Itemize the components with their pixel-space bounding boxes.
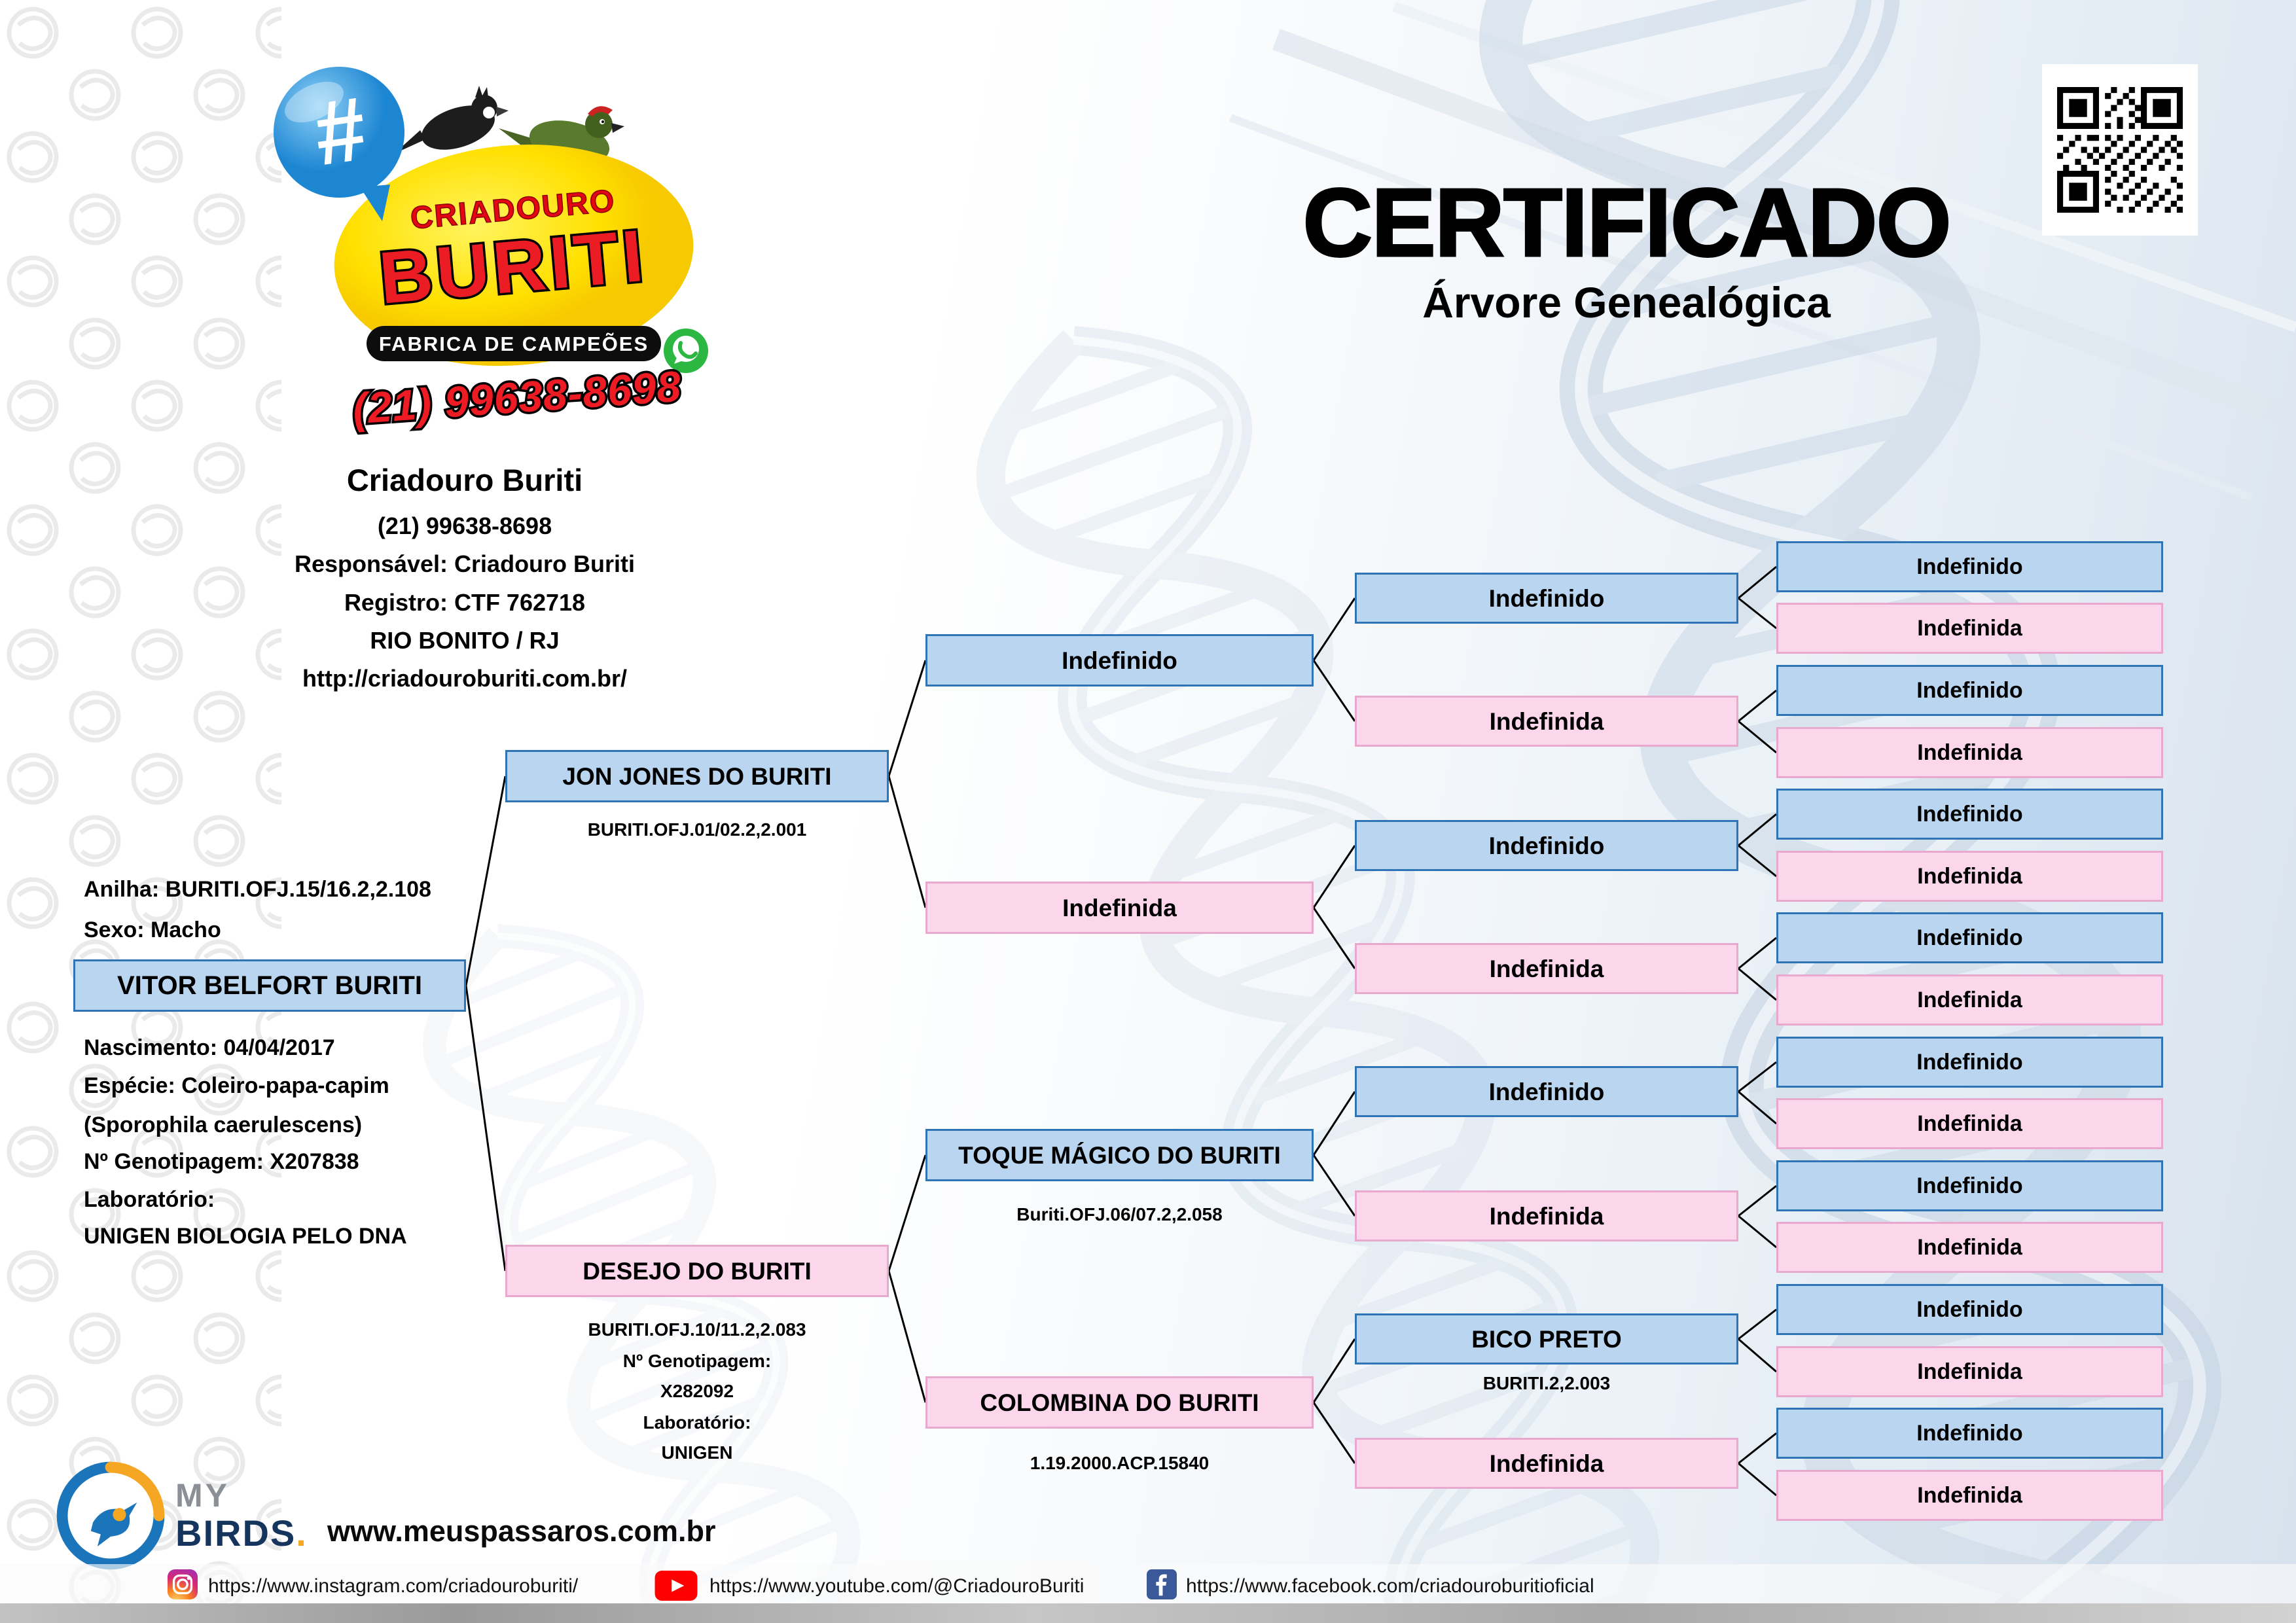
- tree-node-mother-lab-label: Laboratório:: [643, 1412, 751, 1433]
- tree-node-gen4-10: Indefinido: [1776, 1160, 2163, 1211]
- youtube-icon: [655, 1571, 698, 1601]
- logo-yellow-blob: [334, 144, 694, 366]
- youtube-url: https://www.youtube.com/@CriadouroBuriti: [709, 1575, 1085, 1597]
- tree-node-gen3-0: Indefinido: [1355, 573, 1738, 624]
- mybirds-dot: .: [296, 1512, 308, 1554]
- tree-node-gen4-13: Indefinida: [1776, 1346, 2163, 1397]
- tree-node-father: JON JONES DO BURITI: [505, 750, 889, 802]
- qr-code-pattern: [2057, 87, 2183, 213]
- tree-node-gen4-7: Indefinida: [1776, 974, 2163, 1026]
- bird-left-icon: [394, 86, 509, 154]
- tree-node-gen4-12: Indefinido: [1776, 1284, 2163, 1335]
- tree-node-gen3-2: Indefinido: [1355, 820, 1738, 871]
- tree-node-gen2-3-ring: 1.19.2000.ACP.15840: [1030, 1453, 1210, 1473]
- certificate-subtitle: Árvore Genealógica: [1422, 278, 1831, 327]
- tree-node-gen2-0: Indefinido: [925, 634, 1314, 687]
- tree-node-gen3-6: BICO PRETO: [1355, 1313, 1738, 1364]
- tree-node-gen2-1: Indefinida: [925, 882, 1314, 934]
- tree-node-gen4-5: Indefinida: [1776, 851, 2163, 902]
- breeder-registry: Registro: CTF 762718: [344, 588, 586, 616]
- tree-node-gen4-14: Indefinido: [1776, 1408, 2163, 1459]
- tree-node-gen4-0: Indefinido: [1776, 541, 2163, 592]
- breeder-website: http://criadouroburiti.com.br/: [302, 665, 627, 692]
- hashtag-bubble-icon: #: [274, 67, 404, 221]
- tree-node-gen2-2-ring: Buriti.OFJ.06/07.2,2.058: [1016, 1204, 1223, 1224]
- facebook-url: https://www.facebook.com/criadouroburiti…: [1186, 1575, 1594, 1597]
- breeder-city: RIO BONITO / RJ: [370, 626, 560, 654]
- logo-banner: [367, 326, 661, 361]
- tree-node-gen4-6: Indefinido: [1776, 912, 2163, 963]
- tree-node-mother-ring: BURITI.OFJ.10/11.2,2.083: [588, 1319, 806, 1340]
- tree-node-gen3-7: Indefinida: [1355, 1438, 1738, 1489]
- whatsapp-icon: [664, 329, 708, 373]
- breeder-name: Criadouro Buriti: [346, 463, 583, 497]
- mybirds-word-my: MY: [175, 1477, 230, 1514]
- subject-species-scientific: (Sporophila caerulescens): [84, 1113, 363, 1137]
- tree-node-gen3-5: Indefinida: [1355, 1190, 1738, 1241]
- mybirds-logo: [56, 1461, 165, 1570]
- tree-node-gen4-4: Indefinido: [1776, 789, 2163, 840]
- breeder-phone: (21) 99638-8698: [377, 512, 552, 539]
- tree-node-father-ring: BURITI.OFJ.01/02.2,2.001: [587, 819, 807, 840]
- subject-genotyping: Nº Genotipagem: X207838: [84, 1149, 359, 1174]
- tree-node-mother-lab-value: UNIGEN: [661, 1442, 733, 1463]
- logo-banner-text: FABRICA DE CAMPEÕES: [379, 332, 649, 355]
- tree-node-gen2-2: TOQUE MÁGICO DO BURITI: [925, 1129, 1314, 1181]
- tree-node-gen4-8: Indefinido: [1776, 1037, 2163, 1088]
- tree-node-gen3-4: Indefinido: [1355, 1066, 1738, 1117]
- subject-species: Espécie: Coleiro-papa-capim: [84, 1073, 389, 1098]
- tree-node-gen3-3: Indefinida: [1355, 943, 1738, 994]
- tree-node-gen4-3: Indefinida: [1776, 727, 2163, 778]
- breeder-info: Criadouro Buriti (21) 99638-8698 Respons…: [209, 462, 720, 698]
- mybirds-birds-text: BIRDS: [175, 1512, 296, 1554]
- tree-node-mother-genotyping-label: Nº Genotipagem:: [622, 1351, 772, 1371]
- subject-birth: Nascimento: 04/04/2017: [84, 1035, 335, 1060]
- facebook-icon: [1147, 1569, 1177, 1599]
- subject-ring: Anilha: BURITI.OFJ.15/16.2,2.108: [84, 877, 431, 902]
- tree-node-gen3-1: Indefinida: [1355, 696, 1738, 747]
- tree-node-mother-genotyping-value: X282092: [660, 1381, 734, 1401]
- criadouro-buriti-logo: # CRIADOURO BURITI FABRICA DE CAMPEÕES (…: [274, 67, 708, 435]
- tree-node-gen4-2: Indefinido: [1776, 665, 2163, 716]
- tree-node-gen4-1: Indefinida: [1776, 603, 2163, 654]
- tree-node-subject: VITOR BELFORT BURITI: [73, 959, 466, 1012]
- subject-lab-name: UNIGEN BIOLOGIA PELO DNA: [84, 1224, 407, 1249]
- tree-node-gen4-11: Indefinida: [1776, 1222, 2163, 1273]
- meuspassaros-site: www.meuspassaros.com.br: [327, 1514, 716, 1548]
- watermark-pattern: [0, 0, 281, 1623]
- subject-sex: Sexo: Macho: [84, 918, 221, 942]
- certificate-title: CERTIFICADO: [1302, 168, 1952, 278]
- tree-node-gen3-6-ring: BURITI.2,2.003: [1482, 1373, 1611, 1393]
- mybirds-word-birds: BIRDS.: [175, 1512, 308, 1554]
- instagram-url: https://www.instagram.com/criadouroburit…: [208, 1575, 579, 1597]
- tree-node-gen2-3: COLOMBINA DO BURITI: [925, 1376, 1314, 1429]
- bottom-gradient-bar: [0, 1603, 2296, 1623]
- subject-lab-label: Laboratório:: [84, 1187, 215, 1212]
- qr-code: [2042, 64, 2198, 236]
- tree-node-mother: DESEJO DO BURITI: [505, 1245, 889, 1297]
- tree-node-gen4-15: Indefinida: [1776, 1470, 2163, 1521]
- instagram-icon: [168, 1569, 198, 1599]
- tree-node-gen4-9: Indefinida: [1776, 1098, 2163, 1149]
- breeder-responsible: Responsável: Criadouro Buriti: [294, 550, 636, 578]
